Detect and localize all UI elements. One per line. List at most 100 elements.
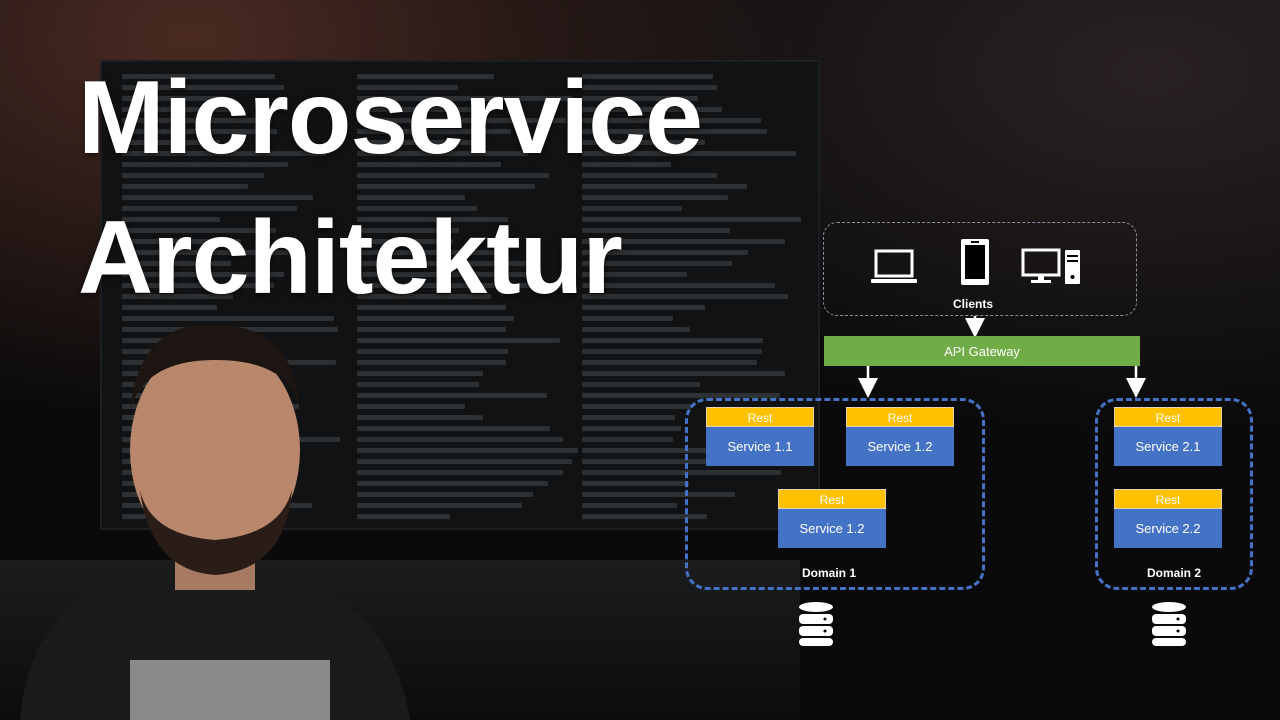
terminal-text-line (357, 470, 564, 475)
terminal-text-line (582, 140, 706, 145)
terminal-text-line (582, 85, 718, 90)
terminal-text-line (582, 217, 801, 222)
terminal-text-line (582, 151, 797, 156)
api-gateway: API Gateway (824, 336, 1140, 366)
terminal-text-line (357, 107, 480, 112)
terminal-text-line (357, 371, 483, 376)
terminal-text-line (357, 492, 534, 497)
terminal-text-line (357, 349, 508, 354)
terminal-text-line (357, 316, 514, 321)
terminal-text-line (582, 228, 731, 233)
terminal-text-line (582, 426, 681, 431)
title-line-1: Microservice (78, 60, 703, 176)
terminal-text-line (582, 349, 763, 354)
rest-api-label: Rest (1114, 407, 1222, 427)
terminal-text-line (122, 173, 265, 178)
terminal-text-line (357, 415, 484, 420)
domain-2-box (1095, 398, 1253, 590)
terminal-text-line (357, 305, 507, 310)
terminal-text-line (357, 503, 522, 508)
rest-api-label: Rest (706, 407, 814, 427)
terminal-text-line (582, 129, 768, 134)
terminal-text-line (357, 173, 550, 178)
service-name: Service 2.2 (1114, 509, 1222, 548)
rest-api-label: Rest (846, 407, 954, 427)
database-icon (1152, 602, 1186, 646)
terminal-text-line (582, 382, 701, 387)
terminal-text-line (122, 250, 299, 255)
terminal-text-line (582, 162, 671, 167)
presenter-photo (20, 324, 410, 720)
terminal-text-line (357, 250, 503, 255)
terminal-text-line (582, 96, 699, 101)
terminal-text-line (122, 184, 248, 189)
terminal-text-line (357, 239, 454, 244)
terminal-text-line (357, 272, 535, 277)
terminal-text-line (582, 173, 718, 178)
terminal-text-line (357, 294, 491, 299)
database-icon (799, 602, 833, 646)
terminal-text-line (582, 294, 789, 299)
terminal-text-line (582, 184, 748, 189)
terminal-text-line (122, 85, 285, 90)
service-name: Service 1.1 (706, 427, 814, 466)
terminal-text-line (357, 129, 511, 134)
terminal-text-line (582, 74, 713, 79)
smartphone-icon (961, 239, 989, 285)
terminal-text-line (582, 437, 673, 442)
terminal-text-line (122, 107, 243, 112)
terminal-text-line (582, 327, 691, 332)
rest-api-label: Rest (1114, 489, 1222, 509)
domain-1-label: Domain 1 (801, 566, 856, 580)
service-name: Service 1.2 (778, 509, 886, 548)
service-name: Service 2.1 (1114, 427, 1222, 466)
terminal-text-line (122, 140, 221, 145)
service-name: Service 1.2 (846, 427, 954, 466)
terminal-text-line (357, 360, 507, 365)
terminal-text-line (582, 415, 675, 420)
terminal-text-line (122, 261, 231, 266)
terminal-text-line (122, 294, 234, 299)
terminal-text-line (357, 382, 479, 387)
terminal-text-line (357, 74, 495, 79)
terminal-text-line (582, 404, 693, 409)
terminal-text-line (122, 162, 288, 167)
terminal-text-line (357, 206, 478, 211)
terminal-text-line (122, 206, 297, 211)
title-line-2: Architektur (78, 200, 623, 316)
terminal-text-line (357, 481, 548, 486)
terminal-text-line (357, 437, 563, 442)
terminal-text-line (582, 107, 722, 112)
terminal-text-line (582, 492, 736, 497)
terminal-text-line (357, 459, 573, 464)
terminal-text-line (582, 206, 682, 211)
terminal-text-line (122, 217, 221, 222)
clients-group (823, 222, 1137, 316)
terminal-text-line (357, 393, 548, 398)
terminal-text-line (582, 514, 707, 519)
terminal-text-line (122, 316, 334, 321)
terminal-text-line (582, 393, 780, 398)
terminal-text-line (582, 448, 741, 453)
terminal-text-line (357, 217, 508, 222)
terminal-text-line (122, 272, 284, 277)
terminal-text-line (122, 239, 242, 244)
terminal-text-line (357, 283, 576, 288)
terminal-text-line (357, 195, 466, 200)
terminal-text-line (357, 228, 460, 233)
rest-api-label: Rest (778, 489, 886, 509)
terminal-text-line (357, 85, 458, 90)
laptop-icon (871, 249, 917, 283)
terminal-text-line (357, 140, 479, 145)
terminal-text-line (582, 272, 687, 277)
clients-label: Clients (952, 297, 993, 311)
terminal-text-line (582, 283, 775, 288)
desktop-computer-icon (1021, 248, 1080, 284)
domain-1-box (685, 398, 985, 590)
terminal-text-line (582, 360, 758, 365)
terminal-text-line (582, 250, 748, 255)
